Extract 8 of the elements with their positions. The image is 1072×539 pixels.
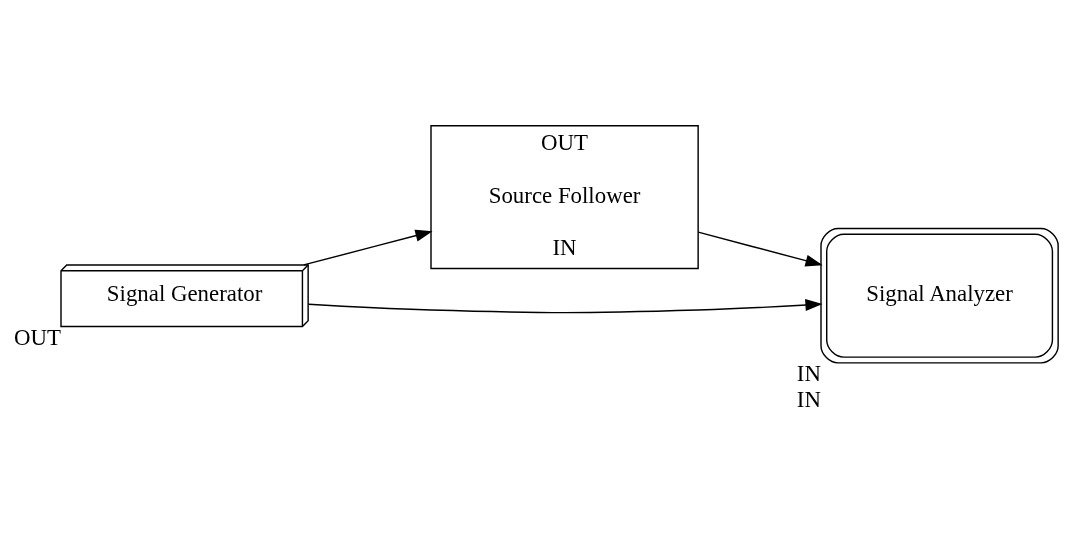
node-label: IN [796, 386, 821, 412]
node-label: IN [796, 360, 821, 386]
node-box: OUT Source Follower IN [430, 124, 699, 269]
arrow [303, 229, 433, 266]
arrow [307, 298, 823, 313]
arrow [697, 230, 823, 267]
node-box: Signal Analyzer [820, 227, 1059, 364]
node-label: OUT [13, 324, 61, 350]
